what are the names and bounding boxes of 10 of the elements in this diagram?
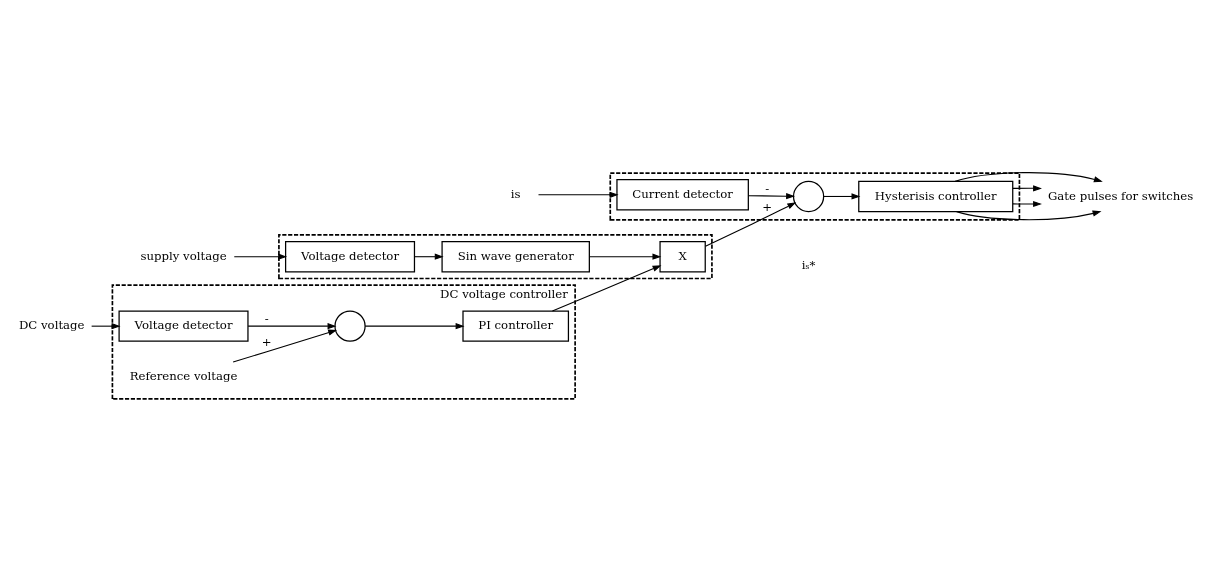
edge-label: - [264,311,269,326]
label: iₛ* [801,257,816,272]
edge-label: - [765,181,770,196]
node-text: is [510,186,521,201]
node-text: Reference voltage [129,368,238,383]
node-text: DC voltage [18,317,85,332]
edge-label: + [261,334,272,349]
node-text: Gate pulses for switches [1048,188,1194,203]
node-text: supply voltage [140,248,227,263]
edge-label: + [762,199,773,214]
